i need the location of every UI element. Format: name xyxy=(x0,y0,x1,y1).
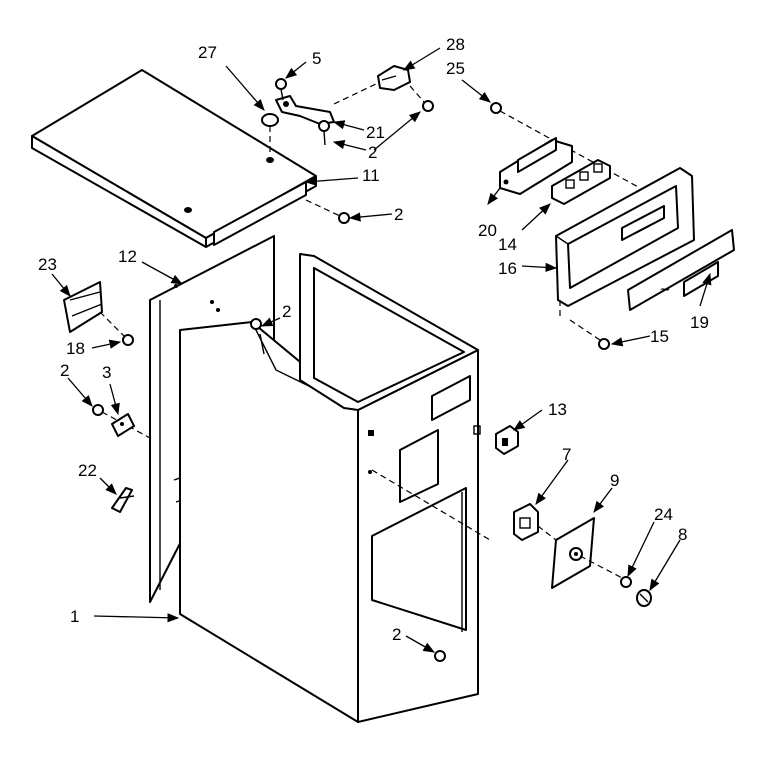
part-label-22: 22 xyxy=(78,461,97,480)
nameplate-19: ~ xyxy=(627,229,735,311)
top-panel xyxy=(31,69,317,248)
part-label-15: 15 xyxy=(650,327,669,346)
screw-2-hinge xyxy=(318,120,330,146)
part-label-2d: 2 xyxy=(60,361,69,380)
part-label-24: 24 xyxy=(654,505,673,524)
part-label-9: 9 xyxy=(610,471,619,490)
part-label-21: 21 xyxy=(366,123,385,142)
leader-lines xyxy=(51,47,712,653)
part-label-13: 13 xyxy=(548,400,567,419)
plate-9 xyxy=(537,517,631,589)
cabinet-right-frame xyxy=(299,253,491,723)
part-label-12: 12 xyxy=(118,247,137,266)
washer-24 xyxy=(620,576,632,588)
part-label-5: 5 xyxy=(312,49,321,68)
part-label-2c: 2 xyxy=(282,302,291,321)
bracket-23 xyxy=(63,281,103,333)
screw-2-bottom xyxy=(434,650,446,662)
part-label-2e: 2 xyxy=(392,625,401,644)
screw-2-back-panel xyxy=(250,318,262,330)
screw-15 xyxy=(569,319,610,350)
switch-7 xyxy=(513,503,539,541)
part-label-18: 18 xyxy=(66,339,85,358)
switch-13 xyxy=(495,425,519,455)
screw-5 xyxy=(275,78,287,101)
part-label-16: 16 xyxy=(498,259,517,278)
screw-25 xyxy=(490,102,641,189)
part-label-2a: 2 xyxy=(368,143,377,162)
switch-14 xyxy=(551,159,611,205)
part-label-27: 27 xyxy=(198,43,217,62)
part-label-8: 8 xyxy=(678,525,687,544)
part-label-23: 23 xyxy=(38,255,57,274)
part-label-2b: 2 xyxy=(394,205,403,224)
console-panel-16 xyxy=(555,167,695,318)
part-label-28: 28 xyxy=(446,35,465,54)
part-label-25: 25 xyxy=(446,59,465,78)
plug-27 xyxy=(261,113,279,155)
part-label-11: 11 xyxy=(362,166,380,185)
bracket-3 xyxy=(111,413,135,437)
part-label-14: 14 xyxy=(498,235,517,254)
clip-22 xyxy=(111,487,135,513)
part-label-20: 20 xyxy=(478,221,497,240)
knob-8 xyxy=(636,589,652,607)
part-label-1: 1 xyxy=(70,607,79,626)
screw-2-top-panel xyxy=(305,199,350,224)
part-labels: 1 2 2 2 2 2 3 5 7 8 9 11 12 13 14 15 16 … xyxy=(38,35,709,644)
part-label-3: 3 xyxy=(102,363,111,382)
nameplate-logo: ~ xyxy=(660,280,670,299)
hinge-28 xyxy=(333,65,411,105)
screw-18 xyxy=(99,311,134,346)
part-label-19: 19 xyxy=(690,313,709,332)
screw-2-upper-right xyxy=(409,85,434,112)
screw-2-side xyxy=(92,404,151,439)
hinge-bracket xyxy=(275,95,335,125)
part-label-7: 7 xyxy=(562,445,571,464)
